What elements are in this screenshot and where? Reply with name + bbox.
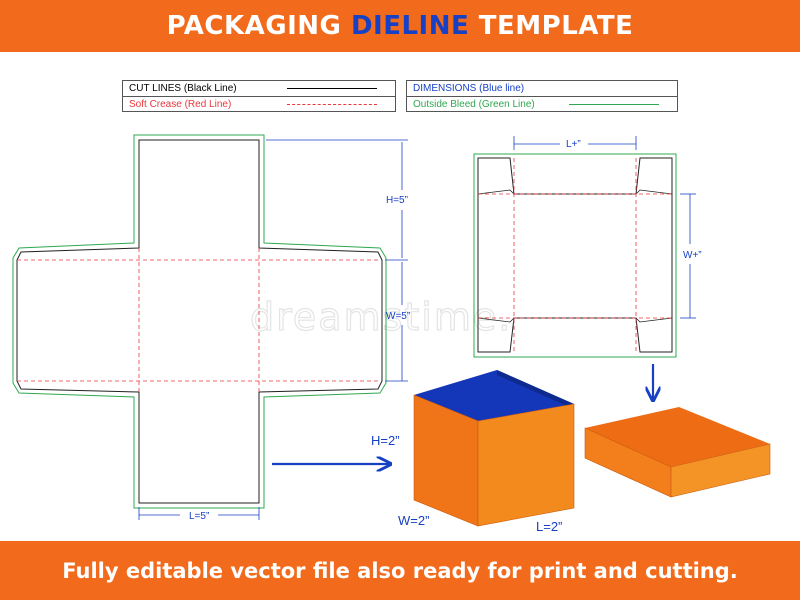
legend-soft-crease-label: Soft Crease (Red Line): [129, 98, 232, 110]
lid-top-face: [585, 407, 770, 467]
lid-length-label: L+”: [566, 139, 581, 150]
box-width-label: W=2”: [398, 513, 429, 528]
box-inside-back: [414, 370, 574, 421]
dieline-diagram: dreamstime. H=5” W=5” L=5”: [12, 134, 771, 534]
header-banner: PACKAGING DIELINE TEMPLATE: [0, 0, 800, 52]
watermark-text: dreamstime.: [250, 295, 512, 339]
base-dieline: H=5” W=5” L=5”: [12, 134, 410, 522]
box-inside-wall: [497, 370, 574, 409]
legend-row-outside-bleed: Outside Bleed (Green Line): [407, 96, 677, 111]
lid-length-dimension: [513, 136, 637, 150]
lid-width-dimension: [680, 193, 696, 319]
cut-line-sample: [287, 88, 377, 89]
box-height-label: H=2”: [371, 433, 400, 448]
box-3d-open: [413, 370, 575, 527]
base-height-label: H=5”: [386, 195, 408, 206]
base-length-label: L=5”: [189, 511, 209, 522]
lid-corner-flaps: [477, 189, 673, 323]
page-title: PACKAGING DIELINE TEMPLATE: [167, 11, 634, 41]
title-suffix: TEMPLATE: [469, 11, 634, 41]
base-crease-lines: [17, 248, 382, 392]
bleed-line-sample: [569, 104, 659, 105]
box-3d-lid: [584, 407, 771, 498]
base-length-dimension: [138, 507, 260, 520]
legend-row-soft-crease: Soft Crease (Red Line): [123, 96, 395, 111]
legend-left: CUT LINES (Black Line) Soft Crease (Red …: [122, 80, 396, 112]
base-bleed-outline: [12, 134, 387, 509]
lid-crease-lines: [478, 158, 672, 352]
lid-dieline: L+” W+”: [473, 136, 702, 358]
title-accent: DIELINE: [350, 11, 470, 41]
box-right-face: [477, 403, 575, 527]
legend-outside-bleed-label: Outside Bleed (Green Line): [413, 98, 535, 110]
lid-bleed-outline: [473, 153, 677, 358]
base-height-dimension: [266, 139, 408, 382]
lid-right-face: [670, 443, 771, 498]
legend-row-cut-lines: CUT LINES (Black Line): [123, 81, 395, 96]
title-prefix: PACKAGING: [166, 11, 351, 41]
legend-row-dimensions: DIMENSIONS (Blue line): [407, 81, 677, 96]
base-cut-outline: [16, 139, 383, 504]
crease-line-sample: [287, 104, 377, 105]
base-width-label: W=5”: [386, 311, 410, 322]
footer-banner: Fully editable vector file also ready fo…: [0, 541, 800, 600]
legend-right: DIMENSIONS (Blue line) Outside Bleed (Gr…: [406, 80, 678, 112]
lid-width-label: W+”: [683, 250, 702, 261]
footer-text: Fully editable vector file also ready fo…: [62, 558, 738, 583]
legend-cut-lines-label: CUT LINES (Black Line): [129, 83, 237, 94]
legend-dimensions-label: DIMENSIONS (Blue line): [413, 83, 525, 94]
box-length-label: L=2”: [536, 519, 562, 534]
